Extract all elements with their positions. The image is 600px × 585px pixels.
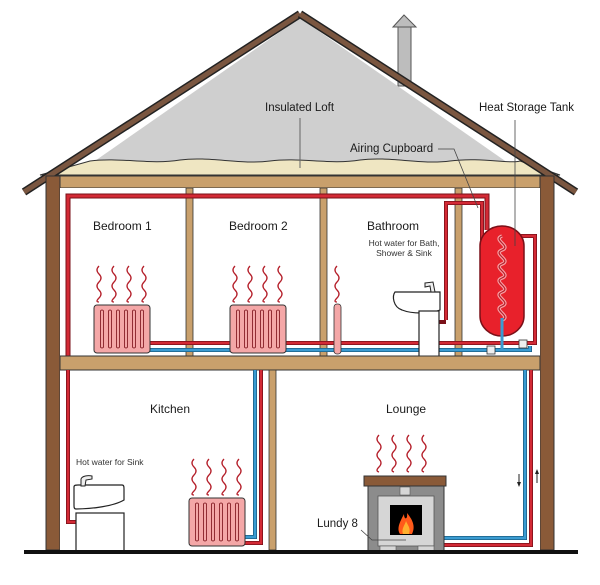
label-lounge: Lounge [386,402,427,416]
heat-wave [262,265,268,303]
heat-wave [96,265,102,303]
radiator-bedroom-2 [229,304,287,354]
label-bathroom: Bathroom [367,219,420,233]
note-bathroom-hot-water: Hot water for Bath, Shower & Sink [354,238,454,258]
radiator-fins [195,502,239,542]
hot-water-pipes-upper [65,193,537,358]
callout-line-lundy [360,529,406,541]
ceiling-beam [59,175,541,189]
heat-wave [247,265,253,303]
right-wall-post [539,175,555,551]
kitchen-sink [73,475,125,552]
label-kitchen: Kitchen [150,402,191,416]
label-airing-cupboard: Airing Cupboard [350,143,434,155]
heat-wave [277,265,283,303]
label-bedroom-1: Bedroom 1 [93,219,152,233]
kitchen-pipes [66,370,263,545]
heat-wave [334,265,340,303]
radiator-kitchen [188,497,246,547]
label-bedroom-2: Bedroom 2 [229,219,288,233]
heat-wave [391,434,397,473]
note-bathroom-line-2: Shower & Sink [376,248,432,258]
heat-wave [191,458,197,496]
note-bathroom-line-1: Hot water for Bath, [368,238,440,248]
heat-wave [111,265,117,303]
roof [21,10,579,196]
heat-wave [141,265,147,303]
heat-wave [232,265,238,303]
heat-wave [126,265,132,303]
stud-post [319,187,328,357]
radiator-fins [100,309,144,349]
stud-post [454,187,463,357]
heat-wave [221,458,227,496]
callout-line-airing [438,148,479,209]
flow-arrow-down [517,482,521,487]
heat-wave [206,458,212,496]
left-wall-post [45,175,61,551]
radiator-bedroom-1 [93,304,151,354]
flow-arrow-up [535,469,539,474]
loft-space [56,18,544,188]
bathroom-sink [392,281,441,359]
lundy-8-wood-stove [363,475,447,552]
floor-beam [59,355,541,371]
label-heat-storage-tank: Heat Storage Tank [479,102,575,114]
label-insulated-loft: Insulated Loft [265,102,335,114]
lounge-stove-pipes [432,370,539,547]
towel-radiator-bathroom [333,303,342,355]
stud-post [268,369,277,551]
heat-wave [406,434,412,473]
stud-post [185,187,194,357]
heat-waves [96,265,427,496]
note-kitchen-hot-water: Hot water for Sink [76,457,144,467]
heat-wave [376,434,382,473]
chimney-flue [391,14,418,87]
heat-wave [236,458,242,496]
radiator-fins [236,309,280,349]
heat-storage-tank [479,225,528,355]
ground-line [24,550,578,554]
heat-wave [421,434,427,473]
label-lundy-8: Lundy 8 [317,518,358,530]
